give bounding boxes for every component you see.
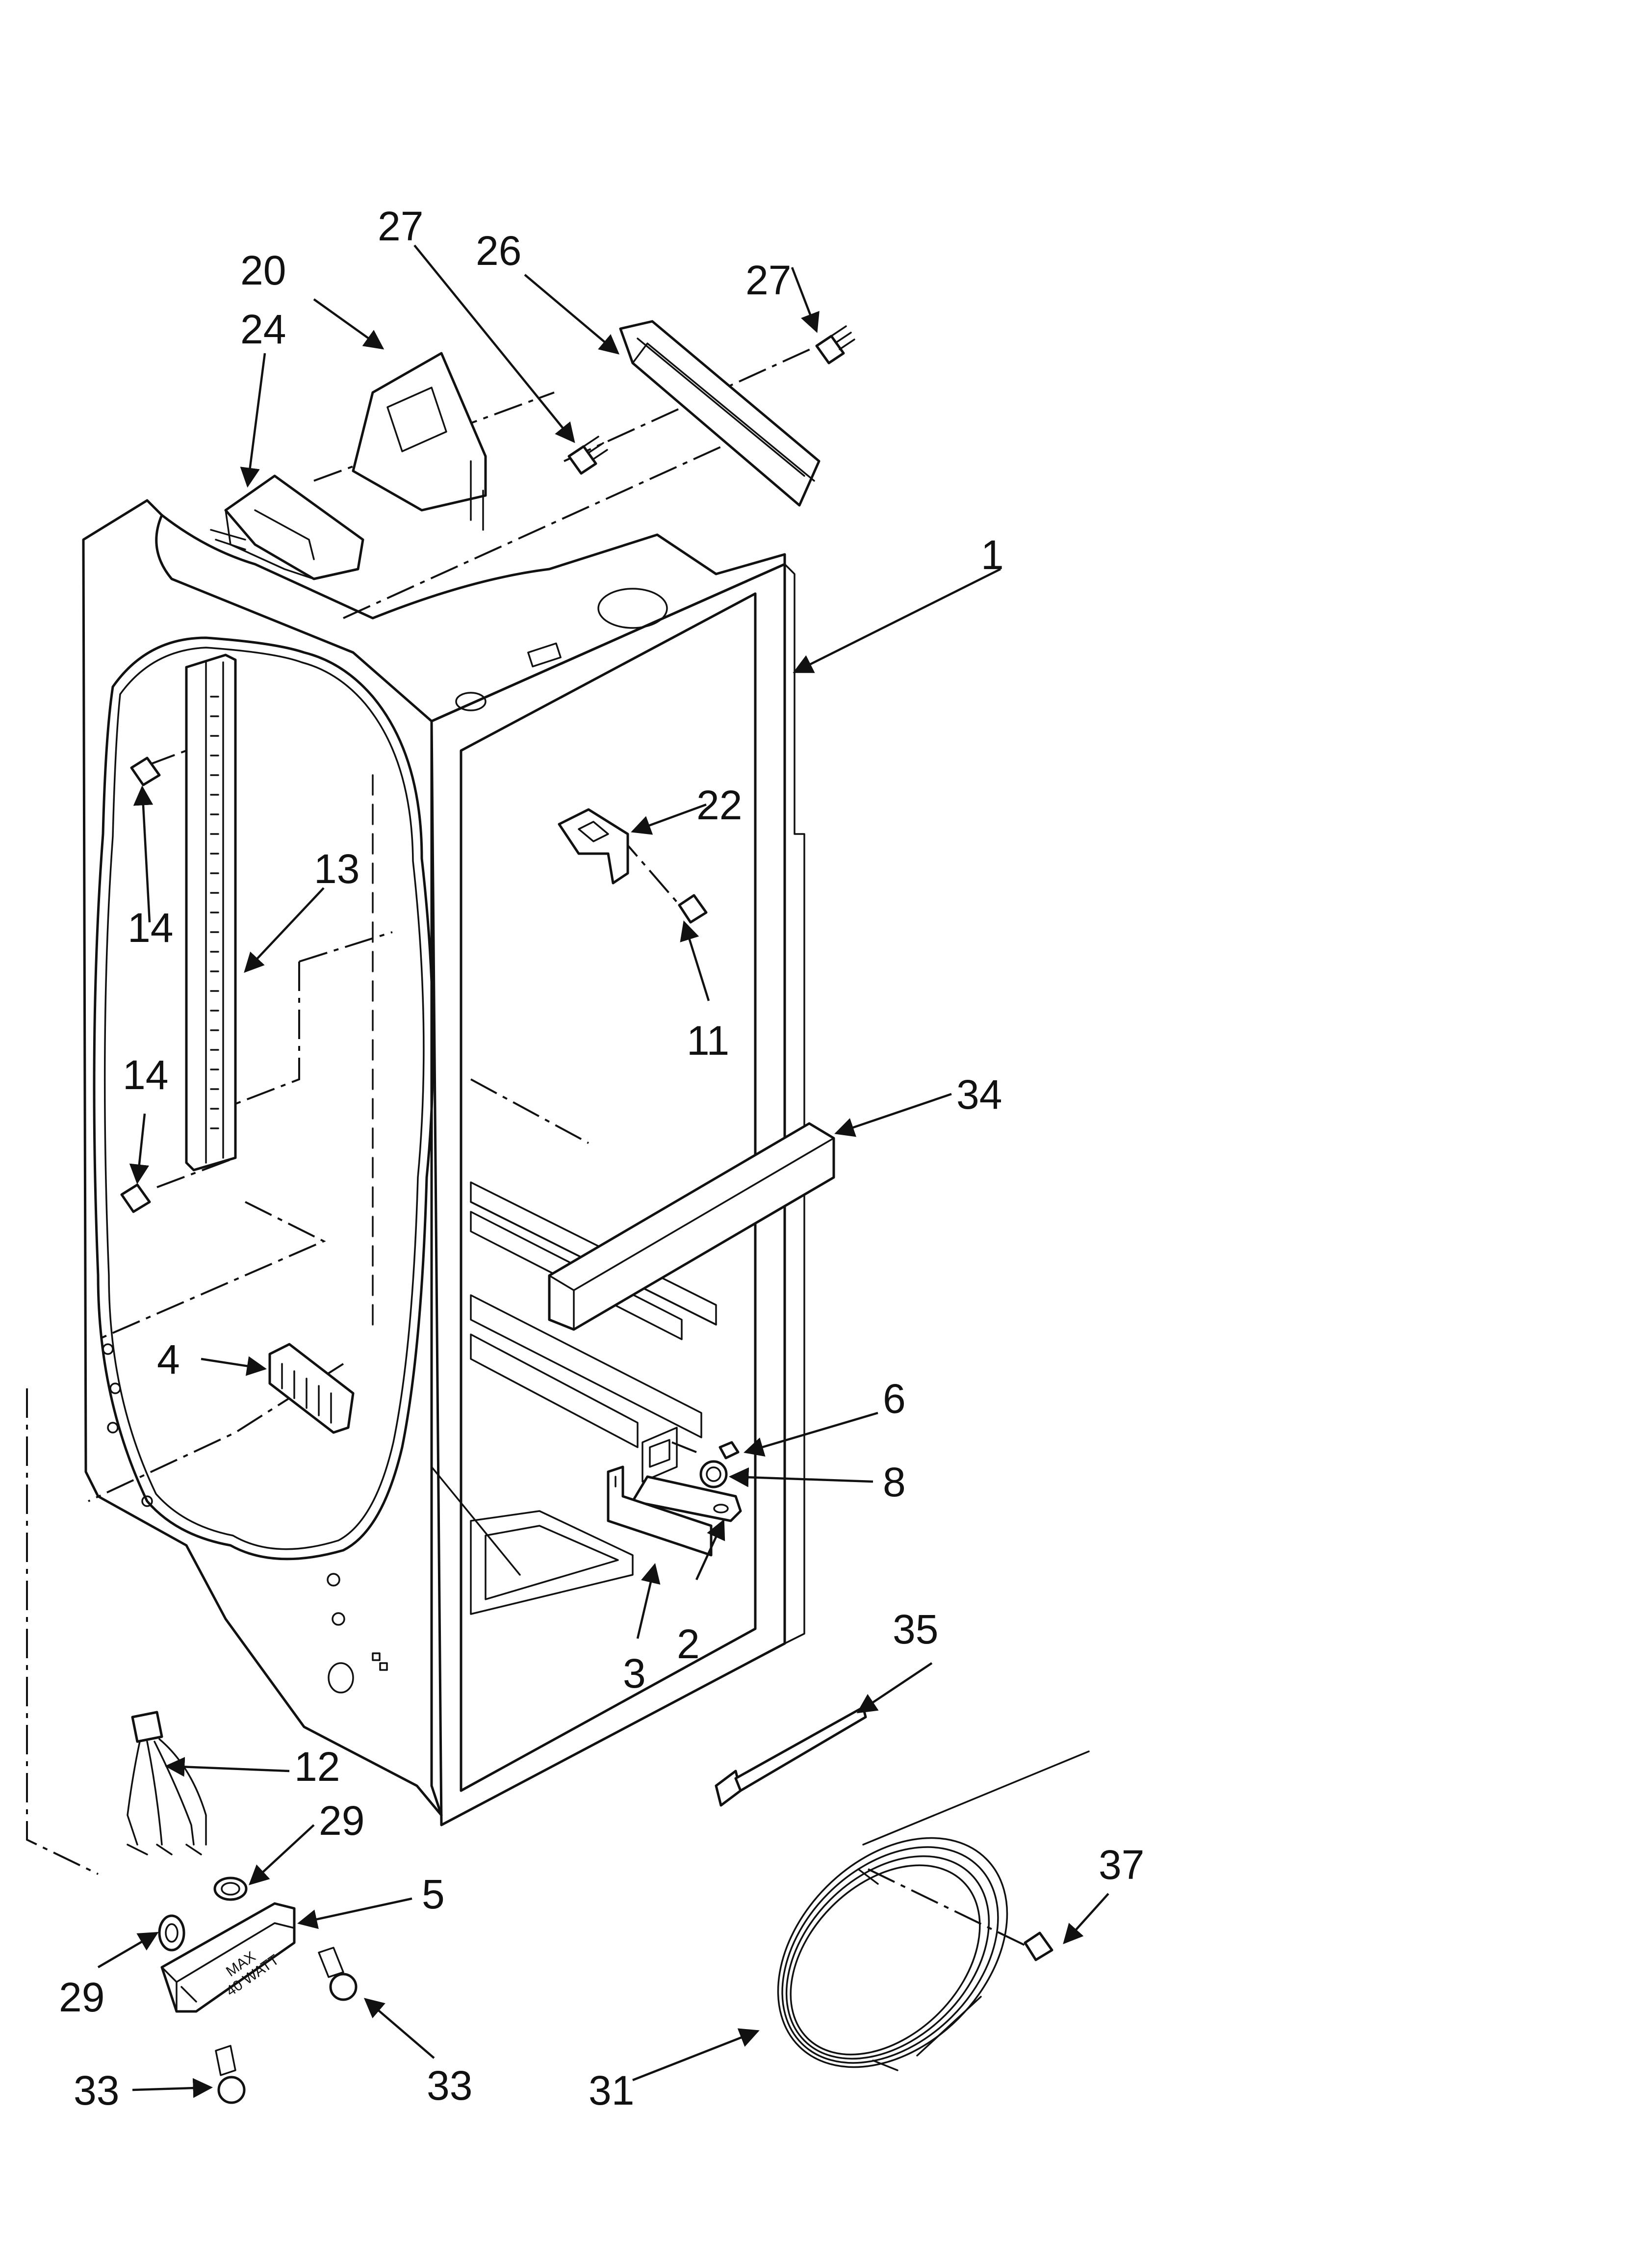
screw-part-11 — [678, 894, 708, 924]
callout-33-left: 33 — [74, 2067, 119, 2113]
callout-8: 8 — [883, 1459, 906, 1505]
callout-1: 1 — [981, 532, 1004, 578]
callout-31: 31 — [589, 2067, 634, 2113]
wire-harness-part-12 — [127, 1711, 207, 1855]
callout-3: 3 — [623, 1650, 646, 1696]
callout-34: 34 — [956, 1071, 1002, 1118]
callout-29-upper: 29 — [319, 1798, 364, 1844]
bracket-part-22 — [558, 808, 629, 885]
leader-lines — [97, 244, 1109, 2098]
clip-part-29-upper — [213, 1877, 248, 1901]
clip-part-29-lower — [158, 1914, 185, 1952]
callout-26: 26 — [476, 228, 521, 274]
ladder-slots — [210, 696, 219, 1129]
top-rail-part-26 — [619, 320, 821, 507]
callout-35: 35 — [893, 1606, 938, 1652]
bracket-part-2 — [631, 1475, 742, 1522]
callout-22: 22 — [696, 782, 742, 828]
tubing-coil-part-31 — [777, 1750, 1090, 2071]
cable-tie-part-35 — [715, 1706, 867, 1807]
bulb-part-33-left — [215, 2045, 246, 2104]
control-housing-part-24 — [210, 474, 364, 580]
callout-6: 6 — [883, 1376, 906, 1422]
vent-grille-part-4 — [268, 1343, 355, 1434]
cabinet-liner — [82, 499, 805, 1826]
knob-part-8 — [699, 1460, 728, 1488]
callout-24: 24 — [240, 306, 286, 352]
crisper-support-part-34 — [548, 1122, 835, 1331]
callout-2: 2 — [677, 1621, 700, 1667]
screw-part-27-left — [567, 436, 608, 475]
callout-labels: 1 2 3 4 5 6 8 11 12 13 14 14 20 22 24 26… — [59, 203, 1144, 2113]
screw-part-14-lower — [120, 1183, 151, 1213]
screw-part-27-right — [815, 325, 855, 365]
shelf-ladder-part-13 — [185, 653, 237, 1172]
callout-5: 5 — [422, 1871, 445, 1917]
callout-14-upper: 14 — [128, 905, 173, 951]
phantom-lines — [26, 338, 1030, 1949]
callout-11: 11 — [687, 1017, 729, 1064]
callout-37: 37 — [1099, 1842, 1144, 1888]
screw-part-6 — [718, 1441, 740, 1460]
screw-part-37 — [1024, 1931, 1053, 1961]
bulb-part-33-right — [318, 1947, 358, 2001]
callout-27-left: 27 — [378, 203, 423, 249]
mounting-plate — [641, 1427, 678, 1483]
callout-33-right: 33 — [427, 2062, 472, 2109]
callout-14-lower: 14 — [123, 1052, 168, 1098]
callout-20: 20 — [240, 247, 286, 293]
callout-13: 13 — [314, 846, 359, 892]
bracket-part-20 — [352, 352, 487, 531]
callout-29-lower: 29 — [59, 1974, 104, 2020]
callout-12: 12 — [294, 1744, 340, 1790]
callout-4: 4 — [157, 1336, 180, 1382]
light-housing-part-5: MAX 40 WATT — [160, 1902, 296, 2013]
screw-part-14-upper — [130, 756, 161, 786]
callout-27-right: 27 — [745, 257, 791, 303]
